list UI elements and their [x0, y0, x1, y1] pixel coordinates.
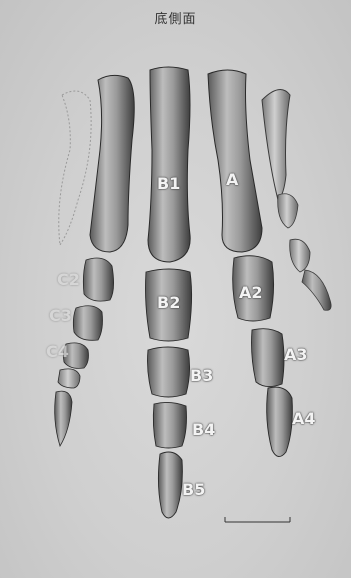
claw-b5: [158, 452, 182, 518]
phalanx-c5: [58, 369, 80, 388]
metatarsal-c: [90, 75, 134, 252]
metatarsal-outer-right: [262, 90, 290, 200]
label-a3: A3: [284, 345, 308, 364]
metatarsal-b1: [148, 67, 190, 262]
claw-a4: [267, 387, 293, 456]
label-c3: C3: [49, 306, 72, 325]
label-c2: C2: [57, 270, 80, 289]
faint-bone-outline-left: [59, 91, 91, 245]
label-b1: B1: [157, 174, 180, 193]
label-a4: A4: [292, 409, 316, 428]
claw-c: [55, 391, 72, 446]
phalanx-b4: [153, 402, 186, 448]
label-c4: C4: [46, 342, 69, 361]
phalanx-a3: [252, 329, 285, 387]
outer-phalanx-1: [278, 194, 298, 228]
phalanx-c3: [73, 306, 102, 341]
phalanx-b3: [148, 347, 190, 397]
scale-bar: [225, 517, 290, 522]
metatarsal-a: [208, 70, 262, 252]
label-a2: A2: [239, 283, 263, 302]
label-b2: B2: [157, 293, 180, 312]
label-b4: B4: [192, 420, 215, 439]
label-b3: B3: [190, 366, 213, 385]
label-a: A: [226, 170, 238, 189]
outer-claw: [302, 270, 331, 310]
label-b5: B5: [182, 480, 205, 499]
outer-phalanx-2: [290, 239, 310, 272]
phalanx-c2: [83, 258, 113, 301]
